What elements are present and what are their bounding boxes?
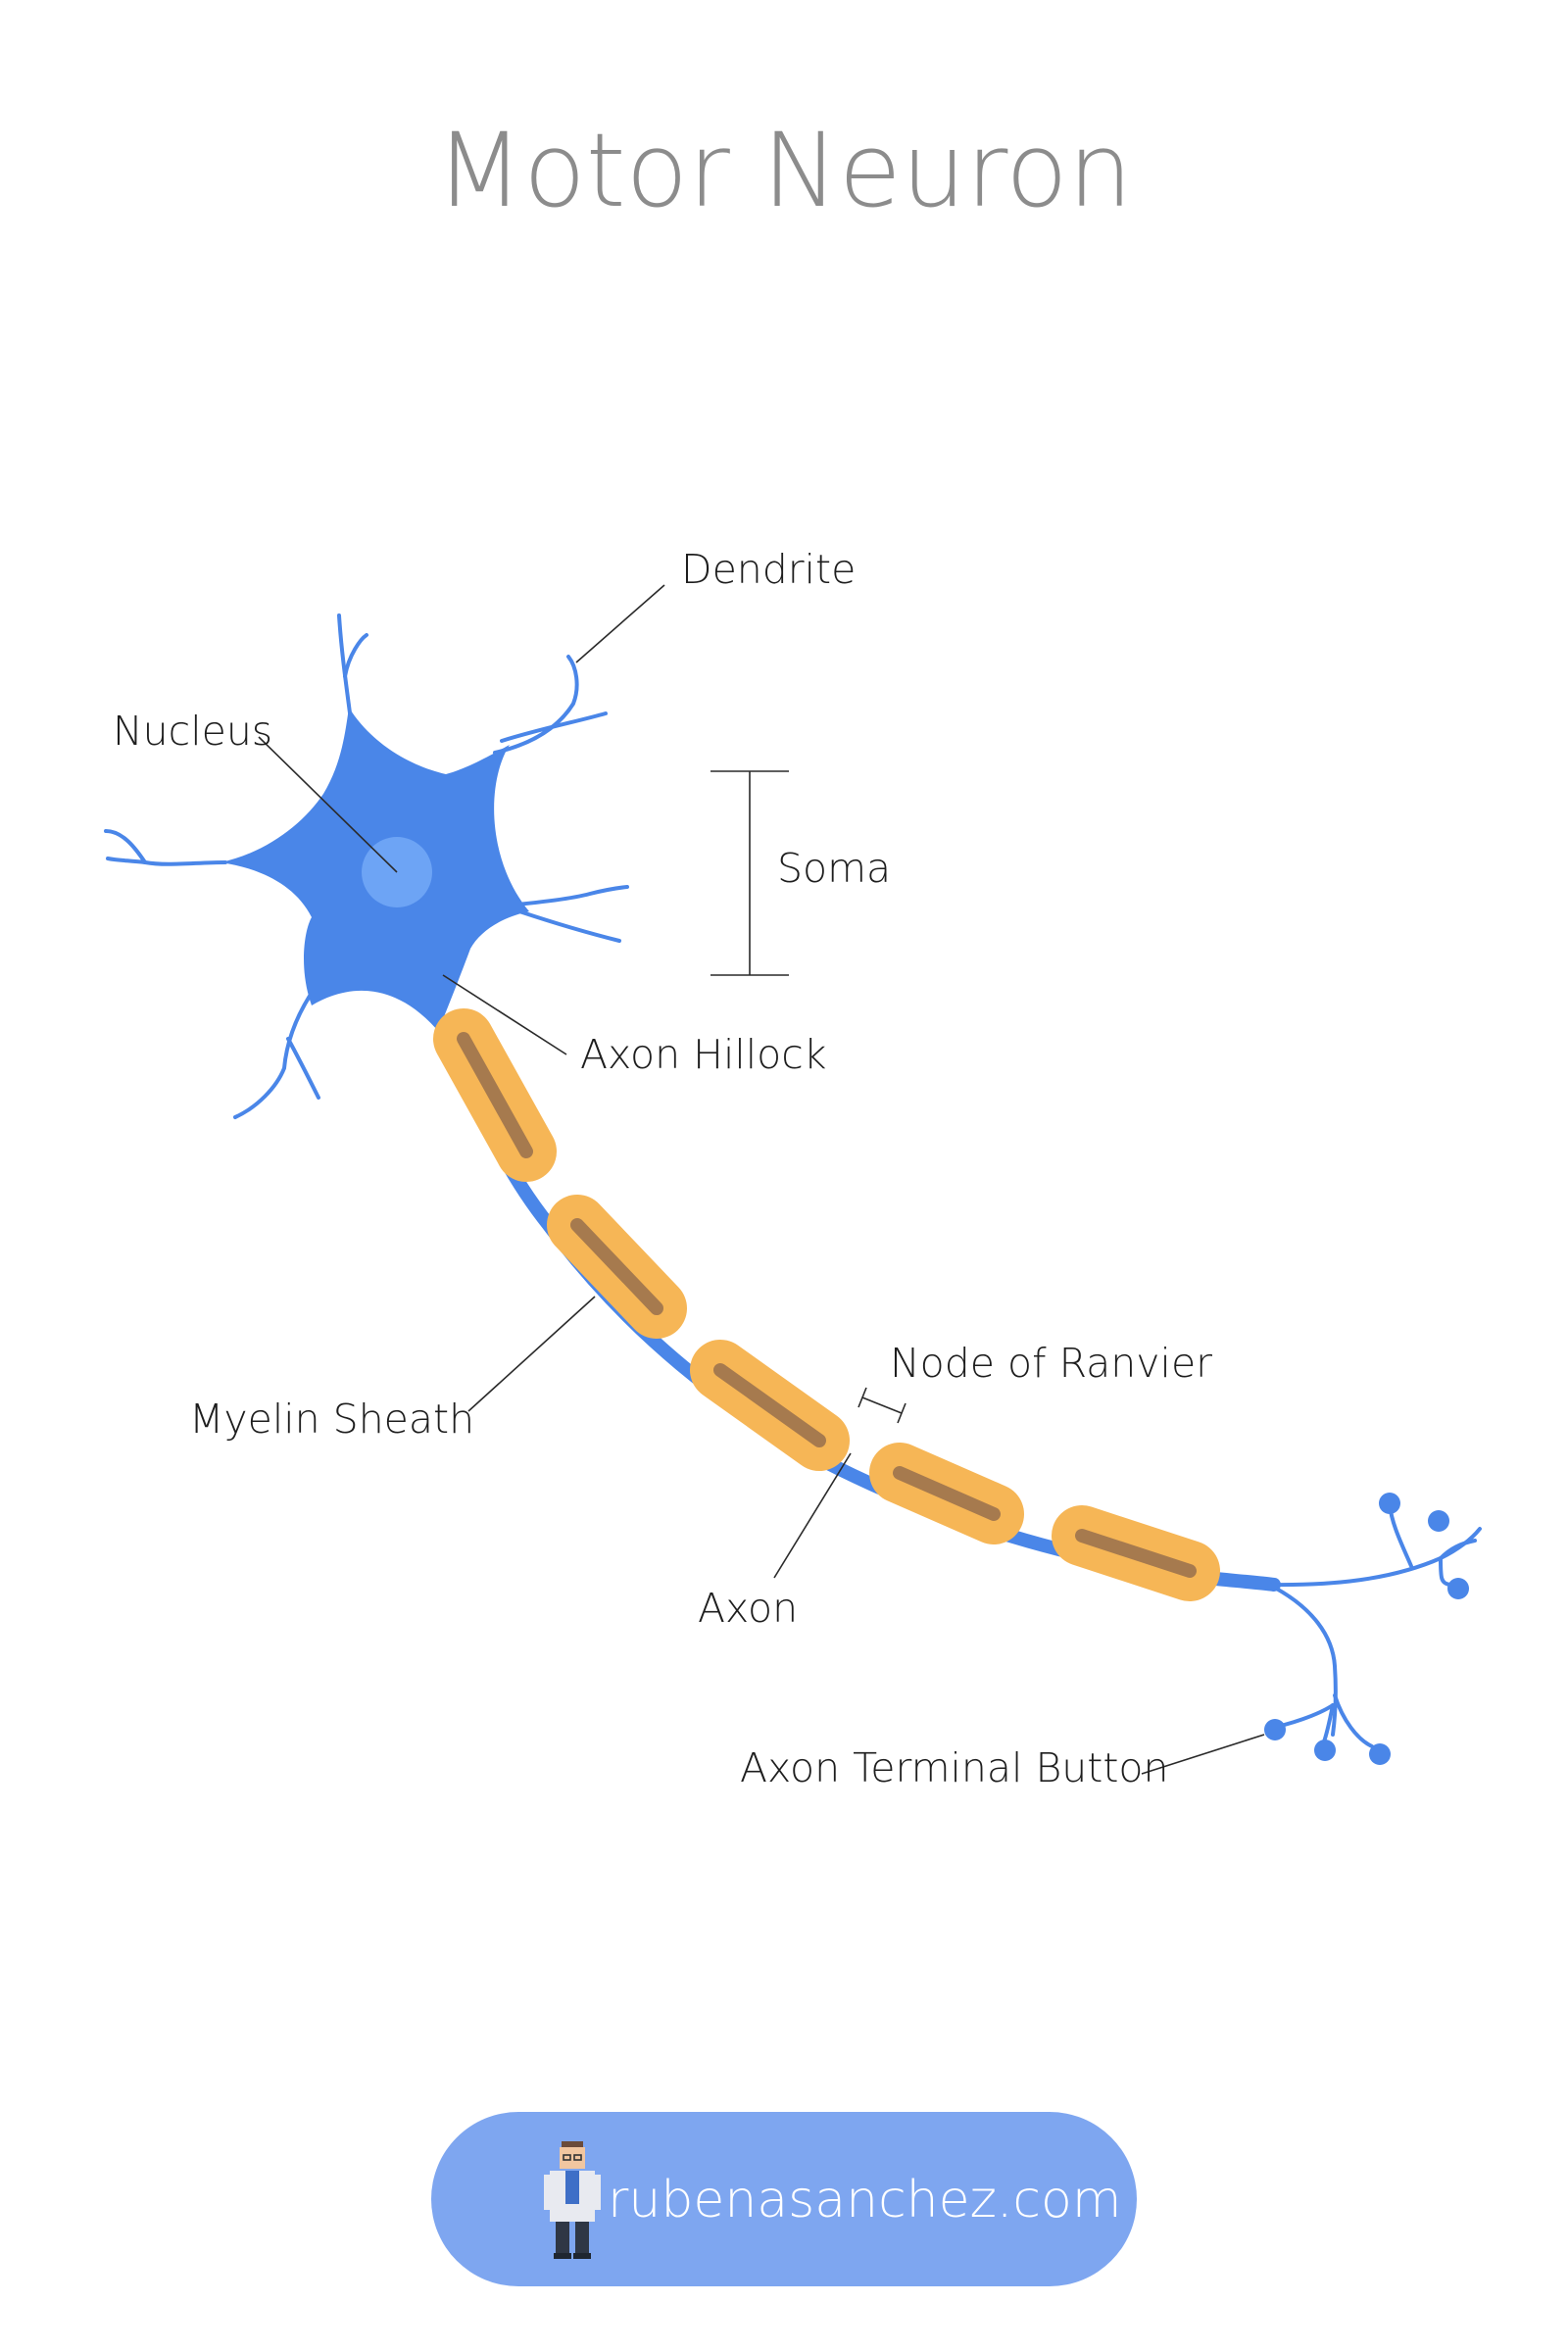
terminal-button [1314, 1740, 1336, 1761]
myelin-sheath-leader-line [467, 1296, 596, 1412]
axon-terminals [1265, 1502, 1482, 1748]
myelin-segment-core [893, 1466, 1001, 1521]
myelin-segment-core [1075, 1529, 1197, 1578]
myelin-segment-core [570, 1218, 663, 1315]
terminal-button [1369, 1743, 1391, 1765]
myelin-sheath-label: Myelin Sheath [189, 1396, 474, 1443]
myelin-segment-core [457, 1032, 533, 1158]
axon-hillock-leader-line [442, 974, 567, 1055]
axon-terminal-buttons [1264, 1493, 1469, 1765]
dendrites [104, 613, 629, 1119]
neuron [104, 613, 1482, 1765]
dendrite-label: Dendrite [681, 546, 856, 593]
website-link[interactable]: rubenasanchez.com [608, 2171, 1122, 2230]
axon-label: Axon [698, 1585, 798, 1632]
scientist-avatar-icon [544, 2141, 601, 2259]
nucleus-leader-line [258, 736, 398, 873]
terminal-button [1447, 1578, 1469, 1599]
myelin-sheath-segments [433, 1008, 1220, 1601]
annotations: Dendrite Nucleus Soma Axon Hillock Myeli… [113, 546, 1265, 1791]
terminal-button [1379, 1493, 1400, 1514]
page-title: Motor Neuron [435, 111, 1132, 230]
axon-hillock-label: Axon Hillock [580, 1031, 827, 1078]
axon-leader-line [773, 1452, 852, 1579]
node-of-ranvier-label: Node of Ranvier [890, 1340, 1212, 1387]
axon-terminal-button-leader-line [1141, 1734, 1265, 1775]
footer-pill[interactable] [431, 2112, 1137, 2286]
soma-label: Soma [777, 845, 891, 892]
dendrite-leader-line [575, 584, 665, 663]
footer-badge[interactable]: rubenasanchez.com [431, 2112, 1137, 2286]
nucleus-label: Nucleus [113, 708, 272, 755]
axon-trunk [444, 1032, 1281, 1592]
terminal-button [1264, 1719, 1286, 1740]
terminal-button [1428, 1510, 1449, 1532]
node-of-ranvier-marker [858, 1387, 906, 1424]
axon-terminal-button-label: Axon Terminal Button [740, 1744, 1169, 1791]
soma-bracket [710, 770, 789, 976]
myelin-segment-core [713, 1363, 826, 1447]
